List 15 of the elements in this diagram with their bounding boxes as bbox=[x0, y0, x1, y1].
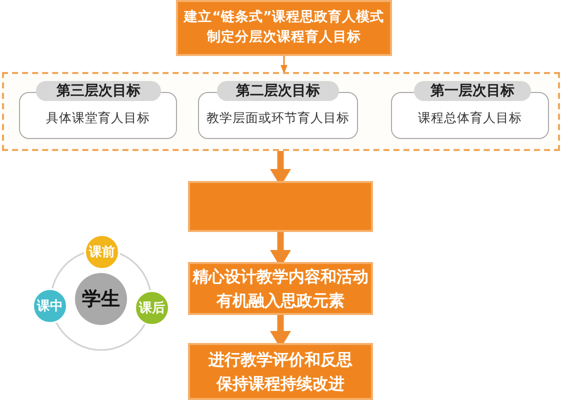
stage-circle: 课后 bbox=[134, 290, 170, 326]
goal-text: 课程总体育人目标 bbox=[418, 110, 522, 125]
process-box bbox=[188, 181, 373, 232]
center-circle: 学生 bbox=[75, 273, 127, 325]
dashed-frame bbox=[2, 72, 560, 151]
stage-circle: 课中 bbox=[32, 288, 68, 324]
level-pill: 第三层次目标 bbox=[36, 81, 161, 101]
goal-text: 具体课堂育人目标 bbox=[46, 110, 150, 125]
level-pill: 第二层次目标 bbox=[217, 81, 339, 101]
process-box: 精心设计教学内容和活动 有机融入思政元素 bbox=[188, 262, 373, 315]
stage-circle: 课前 bbox=[84, 234, 120, 270]
level-pill: 第一层次目标 bbox=[414, 81, 531, 101]
process-box: 建立“链条式”课程思政育人模式 制定分层次课程育人目标 bbox=[176, 0, 392, 56]
process-box: 进行教学评价和反思 保持课程持续改进 bbox=[188, 343, 373, 400]
goal-text: 教学层面或环节育人目标 bbox=[206, 110, 350, 125]
